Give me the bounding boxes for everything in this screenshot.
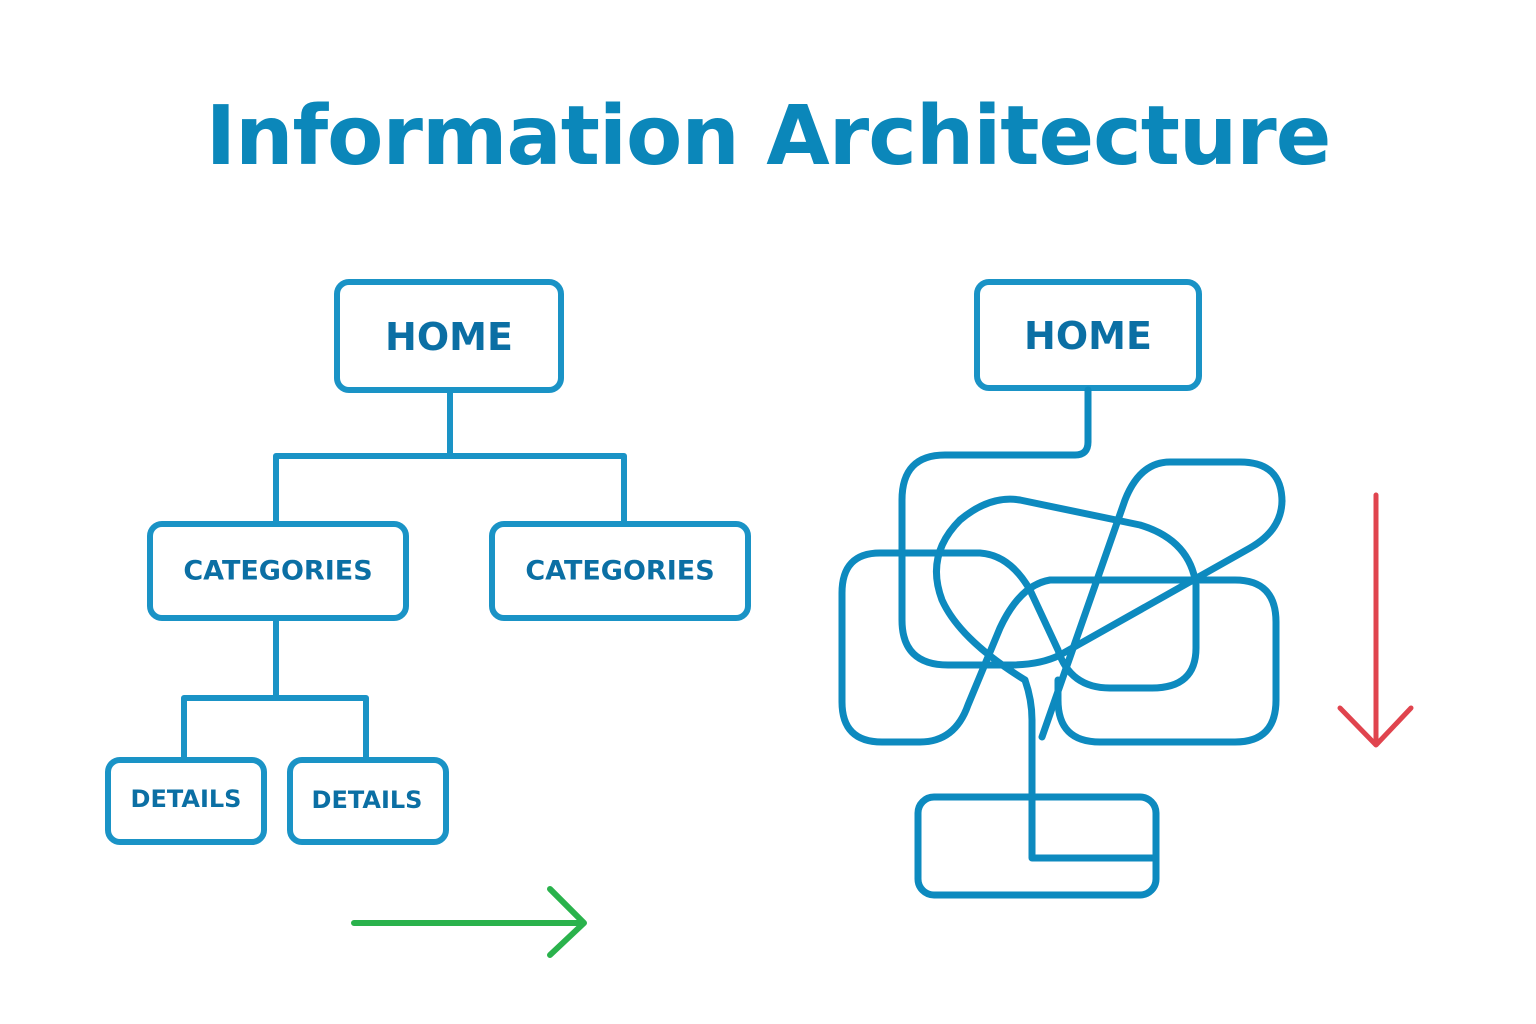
- node-box: [334, 279, 564, 393]
- tangled-line-3: [838, 495, 1280, 746]
- connector-categories-to-details: [181, 615, 369, 763]
- tree-node-categories-1[interactable]: CATEGORIES: [147, 521, 409, 621]
- arrow-right-icon: [351, 886, 587, 958]
- arrow-down-icon: [1337, 492, 1414, 748]
- tangled-line-1: [898, 386, 1286, 741]
- page-title: Information Architecture: [205, 89, 1332, 184]
- node-label: HOME: [1024, 314, 1152, 358]
- tangled-node-bottom[interactable]: [914, 793, 1160, 899]
- node-box: [287, 757, 449, 845]
- tree-node-categories-2[interactable]: CATEGORIES: [489, 521, 751, 621]
- node-label: HOME: [385, 315, 513, 359]
- node-label: CATEGORIES: [525, 556, 714, 587]
- node-box: [914, 793, 1160, 899]
- node-label: DETAILS: [312, 786, 423, 814]
- node-label: CATEGORIES: [183, 556, 372, 587]
- node-label: DETAILS: [131, 785, 242, 813]
- tangled-node-home[interactable]: HOME: [974, 279, 1202, 391]
- node-box: [105, 757, 267, 845]
- node-box: [489, 521, 751, 621]
- tree-node-details-2[interactable]: DETAILS: [287, 757, 449, 845]
- tangled-structure: HOME: [838, 279, 1414, 899]
- tangled-line-2: [1021, 676, 1160, 862]
- tree-node-home[interactable]: HOME: [334, 279, 564, 393]
- tree-node-details-1[interactable]: DETAILS: [105, 757, 267, 845]
- node-box: [147, 521, 409, 621]
- connector-home-to-categories: [273, 387, 627, 527]
- structured-tree: HOME CATEGORIES CATEGORIES DETAILS DETAI…: [105, 279, 751, 958]
